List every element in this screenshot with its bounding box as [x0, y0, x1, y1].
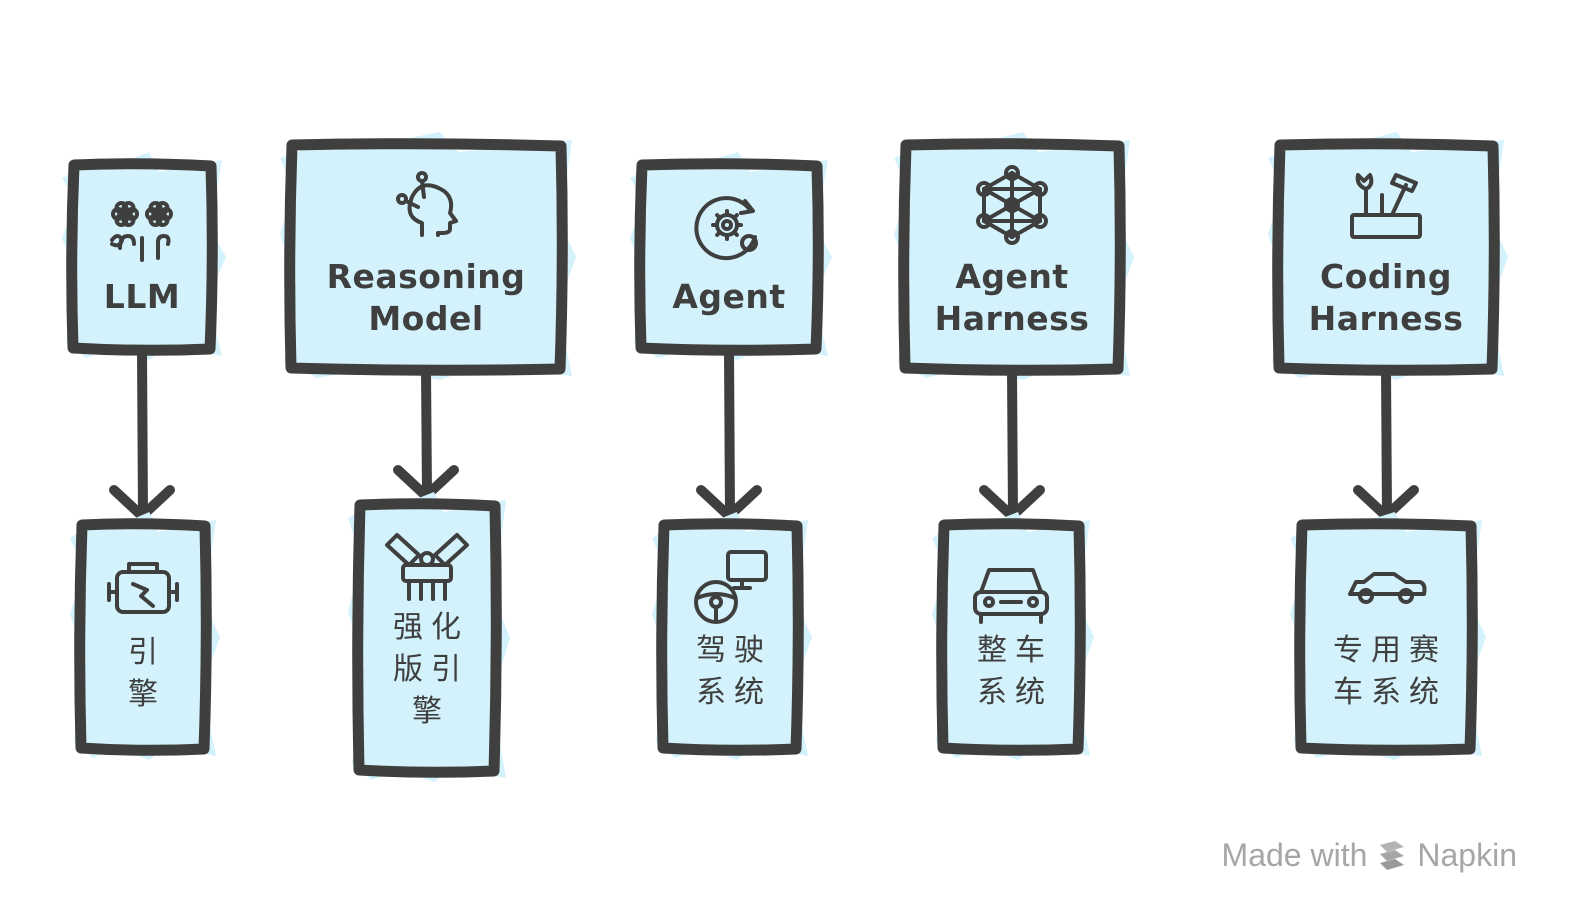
analogy-label: 驾驶	[696, 633, 772, 668]
gear-cycle-icon	[694, 196, 758, 261]
analogy-label: 擎	[128, 677, 166, 712]
steering-wheel-monitor-icon	[694, 550, 768, 624]
napkin-logo-icon	[1380, 840, 1405, 870]
watermark-prefix: Made with	[1221, 837, 1368, 873]
head-thinking-icon	[396, 171, 458, 237]
car-front-icon	[973, 568, 1049, 624]
analogy-box: 引擎	[70, 512, 220, 760]
analogy-label: 专用赛	[1333, 633, 1447, 668]
diagram-column: LLM 引擎	[62, 152, 226, 760]
concept-label: Harness	[1309, 299, 1464, 338]
concept-label: Agent	[955, 257, 1068, 296]
concept-label: LLM	[104, 277, 180, 316]
analogy-label: 车系统	[1333, 675, 1447, 710]
connector-arrow	[1007, 365, 1018, 521]
concept-label: Coding	[1320, 257, 1452, 296]
connector-arrow	[724, 345, 735, 521]
analogy-label: 引	[128, 635, 166, 670]
made-with-napkin-watermark[interactable]: Made with Napkin	[1222, 837, 1517, 874]
analogy-label: 系统	[696, 675, 772, 710]
race-car-icon	[1348, 572, 1427, 604]
analogy-label: 擎	[412, 694, 450, 729]
engine-icon	[107, 562, 179, 614]
flowers-sprouting-icon	[110, 200, 173, 262]
watermark-brand: Napkin	[1417, 837, 1517, 873]
connector-arrow	[137, 345, 148, 521]
concept-label: Reasoning	[327, 257, 526, 296]
analogy-label: 整车	[977, 633, 1053, 668]
concept-label: Model	[368, 299, 483, 338]
analogy-label: 系统	[977, 675, 1053, 710]
analogy-label: 版引	[393, 652, 469, 687]
v-engine-icon	[385, 533, 469, 601]
concept-label: Agent	[672, 277, 785, 316]
concept-label: Harness	[935, 299, 1090, 338]
connector-arrow	[421, 365, 432, 501]
connector-arrow	[1381, 365, 1392, 521]
toolbox-icon	[1350, 173, 1422, 239]
analogy-label: 强化	[393, 610, 469, 645]
concept-box: Agent	[630, 152, 832, 360]
network-node-icon	[976, 165, 1048, 245]
concept-box: LLM	[62, 152, 226, 360]
